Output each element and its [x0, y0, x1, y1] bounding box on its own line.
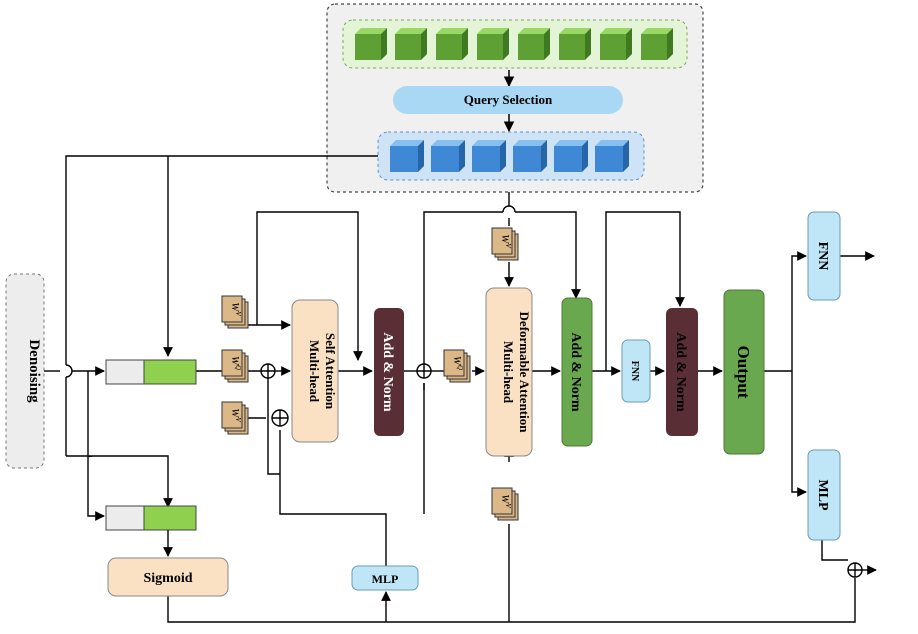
query-selection-label: Query Selection [464, 92, 553, 107]
output-label: Output [734, 346, 753, 399]
weight-q-deform-query: WQ [443, 349, 471, 383]
deformable-attention-block: Multi-head Deformable Attention [485, 287, 533, 457]
svg-text:Self Attention: Self Attention [323, 333, 338, 410]
weight-v-deform-bottom: WV [491, 487, 519, 521]
encoder-feature-cubes [355, 28, 673, 60]
encoder-feature-cube [518, 28, 550, 60]
weight-v-self-key: WV [221, 401, 249, 435]
encoder-feature-cube [477, 28, 509, 60]
sigmoid-label: Sigmoid [143, 571, 192, 586]
selected-query-cube [513, 140, 547, 172]
selected-query-cube [472, 140, 506, 172]
encoder-feature-cube [559, 28, 591, 60]
reference-box-feature [105, 505, 197, 531]
encoder-features-band [342, 19, 688, 69]
selected-query-cube [595, 140, 629, 172]
deformable-attention-label-1: Multi-head [501, 341, 516, 404]
weight-label: WQ [229, 356, 242, 370]
sigmoid-block: Sigmoid [107, 530, 229, 597]
self-attention-label-2: Self Attention [323, 333, 338, 410]
weight-q-self-query: WQ [221, 349, 249, 383]
svg-text:Multi-head: Multi-head [501, 341, 516, 404]
add-operators [260, 363, 863, 578]
add-norm-3-label: Add & Norm [673, 332, 688, 412]
weight-label: WV [499, 494, 512, 508]
encoder-feature-cube [355, 28, 387, 60]
selected-query-cubes [390, 140, 629, 172]
fnn-head-label: FNN [815, 242, 830, 271]
encoder-feature-cube [395, 28, 427, 60]
selected-query-cube [554, 140, 588, 172]
selected-query-cube [431, 140, 465, 172]
query-selection-pill [393, 86, 623, 114]
weight-matrices: WV WQ WV WQ WV WV [221, 227, 519, 521]
deformable-attention-label-2: Deformable Attention [517, 312, 532, 434]
weight-v-deform-top: WV [491, 227, 519, 261]
denoising-block: Denoising [5, 273, 45, 469]
output-block: Output [723, 289, 765, 455]
weight-label: WV [499, 234, 512, 248]
fnn-inner-block: FNN [621, 339, 651, 403]
mlp-head-block: MLP [807, 449, 841, 541]
add-norm-3-block: Add & Norm [666, 308, 698, 436]
weight-label: WV [229, 408, 242, 422]
add-norm-1-label: Add & Norm [380, 332, 395, 412]
self-attention-block: Multi-head Self Attention [291, 299, 339, 443]
encoder-feature-cube [641, 28, 673, 60]
mlp-head-label: MLP [815, 479, 830, 511]
weight-v-self-value: WV [221, 295, 249, 329]
weight-label: WQ [451, 356, 464, 370]
fnn-inner-label: FNN [629, 361, 640, 382]
svg-text:Multi-head: Multi-head [307, 340, 322, 403]
self-attention-label-1: Multi-head [307, 340, 322, 403]
svg-text:Deformable Attention: Deformable Attention [517, 312, 532, 434]
mlp-position-label: MLP [372, 572, 399, 586]
add-norm-2-label: Add & Norm [568, 332, 583, 412]
fnn-head-block: FNN [807, 211, 841, 301]
query-input-feature [105, 359, 197, 385]
selected-query-cube [390, 140, 424, 172]
denoising-label: Denoising [26, 339, 42, 403]
query-selection-panel: Query Selection [326, 3, 704, 193]
add-norm-2-block: Add & Norm [561, 297, 593, 447]
connector-lines [44, 155, 877, 623]
mlp-position-block: MLP [351, 565, 419, 591]
weight-label: WV [229, 302, 242, 316]
encoder-feature-cube [600, 28, 632, 60]
encoder-feature-cube [436, 28, 468, 60]
add-norm-1-block: Add & Norm [374, 308, 404, 436]
